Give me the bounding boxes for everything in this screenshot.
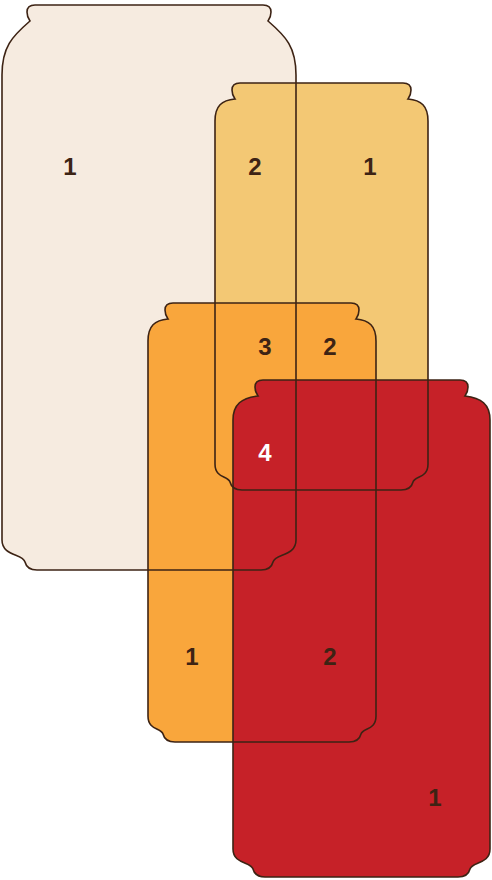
callout-number: 2 — [323, 645, 336, 669]
callout-number: 1 — [63, 155, 76, 179]
can-outline — [2, 5, 296, 570]
callout-number: 2 — [323, 335, 336, 359]
can-outline — [233, 380, 490, 877]
callout-number: 1 — [185, 645, 198, 669]
can-outline — [215, 83, 428, 490]
callout-number: 2 — [248, 155, 261, 179]
callout-number: 3 — [258, 335, 271, 359]
can-fill — [233, 380, 490, 877]
can-outline — [148, 303, 376, 742]
callout-number: 4 — [258, 441, 271, 465]
callout-number: 1 — [363, 155, 376, 179]
callout-number: 1 — [428, 786, 441, 810]
